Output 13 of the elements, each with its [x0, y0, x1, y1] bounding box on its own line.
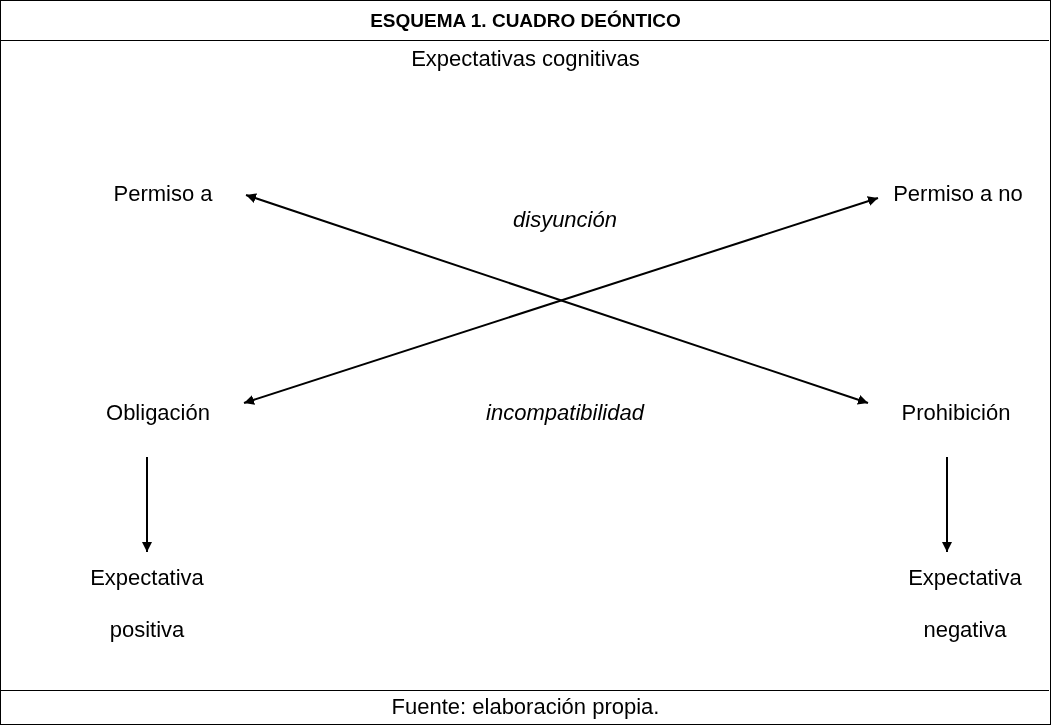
node-label: Expectativa positiva	[62, 552, 232, 656]
table-title: ESQUEMA 1. CUADRO DEÓNTICO	[369, 9, 682, 33]
node-label: Obligación	[72, 387, 244, 439]
relation-label: disyunción	[512, 207, 618, 233]
node-label: Permiso a no	[878, 168, 1038, 272]
arrow	[942, 456, 952, 553]
relation-label: incompatibilidad	[485, 400, 646, 426]
source-note: Fuente: elaboración propia.	[390, 694, 661, 720]
node-label: Prohibición	[868, 387, 1044, 439]
node-label: Permiso a	[80, 168, 246, 220]
arrow	[142, 456, 152, 553]
node-label: Expectativa negativa	[880, 552, 1050, 656]
heading-text: Expectativas cognitivas	[410, 46, 641, 72]
